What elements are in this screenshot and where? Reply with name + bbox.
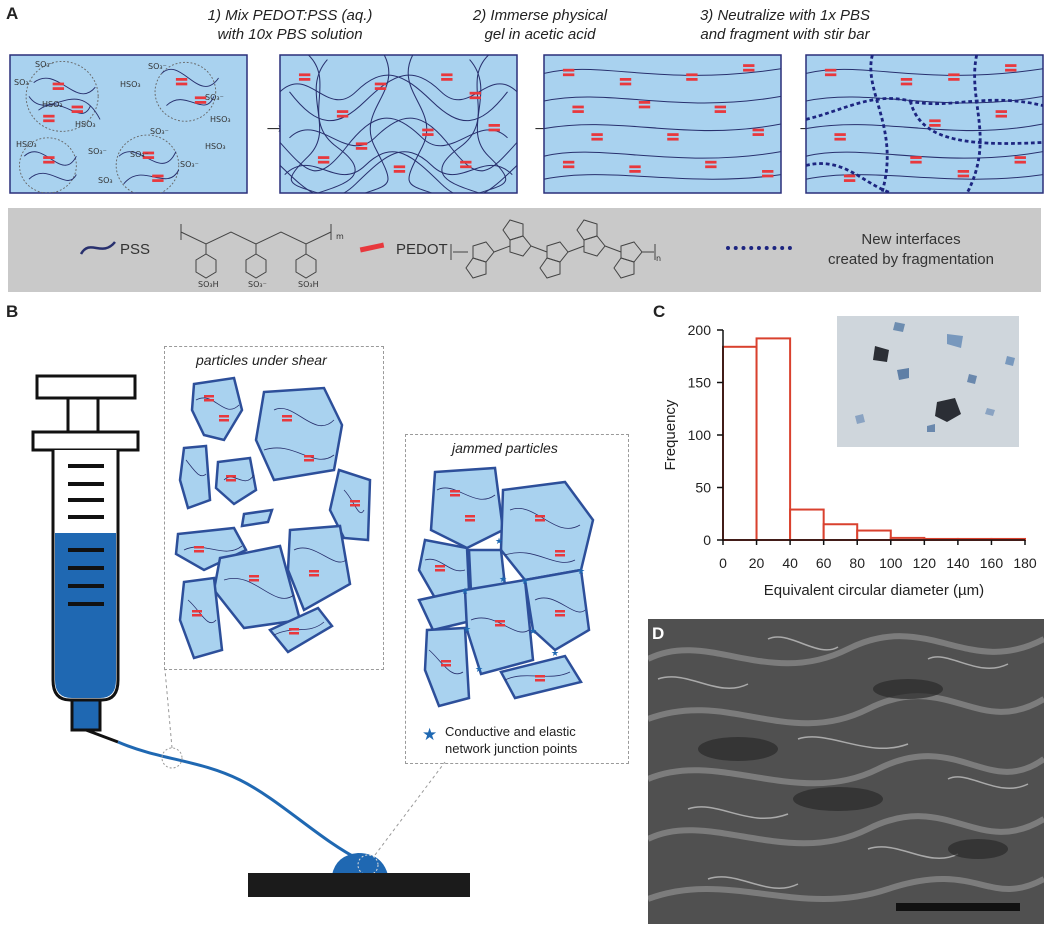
- x-tick-label: 100: [879, 555, 903, 571]
- pedot-n-subscript: n: [656, 254, 662, 263]
- jammed-particles: ★ ★ ★ ★ ★ ★ ★ ★ ★: [417, 466, 595, 708]
- step-1-line-1: 1) Mix PEDOT:PSS (aq.): [207, 7, 373, 24]
- panel-a-schematic: → → →: [9, 54, 1044, 194]
- svg-text:★: ★: [577, 566, 585, 576]
- shear-title: particles under shear: [196, 352, 327, 368]
- histogram-chart: 0 50 100 150 200 0 20 40 60 80 100 120 140 160 180Equi…: [662, 322, 1037, 599]
- pss-m-subscript: m: [336, 232, 344, 241]
- panel-label-b: B: [6, 302, 19, 321]
- ion-label: SO₃⁻: [150, 127, 169, 136]
- step-1-line-2: with 10x PBS solution: [217, 26, 363, 43]
- junction-line-2: network junction points: [445, 741, 578, 756]
- pss-sub-2: SO₃⁻: [248, 280, 267, 289]
- syringe-diagram: [31, 374, 470, 897]
- junction-legend: Conductive and elastic network junction …: [445, 723, 577, 757]
- y-tick-label: 150: [688, 375, 712, 391]
- svg-text:★: ★: [475, 664, 483, 674]
- legend-interfaces-line-1: New interfaces: [861, 231, 961, 248]
- legend-bar: PSS SO₃H SO₃⁻ SO₃H m PEDOT n New interfa…: [8, 208, 1041, 292]
- step-3-line-1: 3) Neutralize with 1x PBS: [699, 7, 871, 24]
- svg-text:★: ★: [495, 536, 503, 546]
- pss-chain-icon: [79, 241, 116, 255]
- histogram-bar: [822, 523, 859, 541]
- junction-line-1: Conductive and elastic: [445, 724, 576, 739]
- ion-label: HSO₃: [205, 142, 226, 151]
- step-2-line-1: 2) Immerse physical: [472, 7, 608, 24]
- sem-texture: [648, 619, 1044, 924]
- x-tick-label: 60: [816, 555, 832, 571]
- histogram-bar: [722, 345, 758, 541]
- histogram-bar: [789, 508, 825, 542]
- pedot-bar-icon: [359, 242, 385, 253]
- panel-label-a: A: [6, 4, 19, 23]
- stage-3-box: [543, 54, 782, 194]
- ion-label: SO₃⁻: [148, 62, 167, 71]
- pss-sub-3: SO₃H: [298, 280, 319, 289]
- ion-label: HSO₃: [75, 120, 96, 129]
- svg-text:★: ★: [529, 626, 537, 636]
- x-tick-label: 120: [913, 555, 937, 571]
- histogram-bar: [755, 337, 792, 542]
- ion-label: SO₃⁻: [130, 150, 149, 159]
- ion-label: HSO₃: [16, 140, 37, 149]
- scale-bar: [896, 903, 1020, 911]
- legend-interfaces-label: New interfaces created by fragmentation: [816, 230, 1006, 270]
- x-tick-label: 80: [849, 555, 865, 571]
- micrograph-particles: [837, 316, 1019, 447]
- pss-structure-icon: [180, 224, 332, 279]
- ion-label: SO₃⁻: [14, 78, 33, 87]
- step-1-caption: 1) Mix PEDOT:PSS (aq.) with 10x PBS solu…: [170, 6, 410, 44]
- legend-pedot-label: PEDOT: [396, 241, 448, 258]
- y-tick-label: 50: [695, 480, 711, 496]
- interface-dash-icon: [726, 246, 792, 250]
- step-2-line-2: gel in acetic acid: [484, 26, 596, 43]
- x-tick-label: 180: [1013, 555, 1037, 571]
- pedot-structure-icon: [450, 219, 656, 279]
- y-tick-label: 0: [703, 532, 711, 548]
- panel-label-c: C: [653, 302, 666, 321]
- svg-text:★: ★: [463, 624, 471, 634]
- y-axis-label: Frequency: [662, 399, 679, 470]
- panel-label-d: D: [652, 624, 665, 643]
- x-tick-label: 40: [782, 555, 798, 571]
- legend-interfaces-line-2: created by fragmentation: [828, 251, 994, 268]
- jammed-title: jammed particles: [452, 440, 558, 456]
- star-icon: ★: [422, 725, 438, 744]
- ion-label: SO₃⁻: [88, 147, 107, 156]
- ion-label: SO₃⁻: [205, 93, 224, 102]
- ion-label: SO₃⁻: [35, 60, 54, 69]
- ion-label: SO₃⁻: [180, 160, 199, 169]
- ion-label: HSO₃: [210, 115, 231, 124]
- x-tick-label: 140: [946, 555, 970, 571]
- x-tick-label: 0: [719, 555, 727, 571]
- step-2-caption: 2) Immerse physical gel in acetic acid: [440, 6, 640, 44]
- x-axis-label: Equivalent circular diameter (µm): [764, 582, 984, 599]
- ion-label: HSO₃: [42, 100, 63, 109]
- y-tick-label: 100: [688, 427, 712, 443]
- stage-1-box: [9, 54, 248, 194]
- micrograph-inset: [837, 316, 1019, 447]
- svg-text:★: ★: [461, 586, 469, 596]
- pss-sub-1: SO₃H: [198, 280, 219, 289]
- step-3-caption: 3) Neutralize with 1x PBS and fragment w…: [660, 6, 910, 44]
- ion-label: SO₃: [98, 176, 113, 185]
- histogram-bar: [856, 529, 892, 542]
- legend-pss-label: PSS: [120, 241, 151, 258]
- sem-image: [648, 619, 1044, 924]
- x-tick-label: 160: [980, 555, 1004, 571]
- jammed-zoom-box: [405, 434, 629, 764]
- svg-text:★: ★: [551, 648, 559, 658]
- shear-particles: [174, 376, 372, 660]
- y-tick-label: 200: [688, 322, 712, 338]
- x-tick-label: 20: [749, 555, 765, 571]
- svg-text:★: ★: [521, 576, 529, 586]
- step-3-line-2: and fragment with stir bar: [700, 26, 870, 43]
- shear-zoom-box: [164, 346, 384, 670]
- svg-text:★: ★: [499, 574, 507, 584]
- ion-label: HSO₃: [120, 80, 141, 89]
